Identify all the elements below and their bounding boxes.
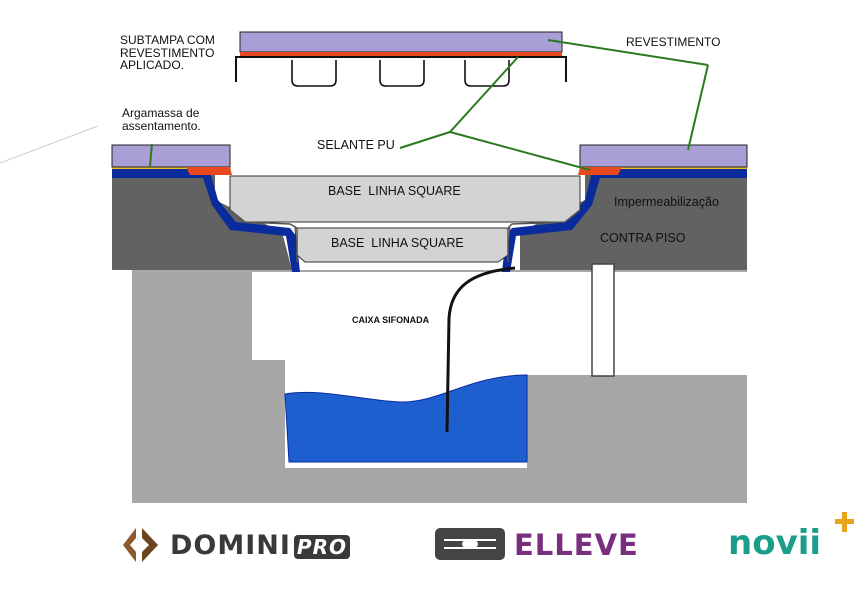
elleve-brand: ELLEVE [514,528,639,562]
domini-logo-icon [123,528,158,562]
impermeabilizacao-label: Impermeabilização [614,195,719,209]
sealant-left [186,167,232,175]
faint-line [0,125,99,164]
argamassa-label: Argamassa de assentamento. [122,106,201,133]
siphon-tube [445,266,516,433]
revestimento-label: REVESTIMENTO [626,35,721,49]
selante-label: SELANTE PU [317,138,395,152]
coating-left [111,144,231,168]
leader-lines [149,39,709,171]
subtampa-coating [239,31,563,53]
novii-plus-icon [835,512,854,532]
subtampa-rib-2 [379,60,425,87]
contra-piso-left [112,168,292,270]
elleve-logo-icon [435,528,505,560]
subtampa-rib-1 [291,60,337,87]
coating-right [579,144,748,168]
outlet-pipe [592,272,747,375]
base-lower-label: BASE LINHA SQUARE [331,236,464,250]
base-upper [229,175,581,223]
water [284,374,528,463]
domini-main: DOMINI [170,530,291,561]
domini-suffix: PRO [293,535,350,559]
subtampa-label: SUBTAMPA COM REVESTIMENTO APLICADO. [120,33,215,73]
base-upper-label: BASE LINHA SQUARE [328,184,461,198]
base-frame [229,209,581,262]
subtampa-frame [235,56,567,82]
contra-piso-label: CONTRA PISO [600,231,686,245]
pipe-coupling [591,263,615,377]
caixa-sifonada-label: CAIXA SIFONADA [352,315,430,325]
contra-piso-right [520,168,747,270]
subtampa-sealant [240,52,562,57]
novii-brand: novii [728,523,822,563]
